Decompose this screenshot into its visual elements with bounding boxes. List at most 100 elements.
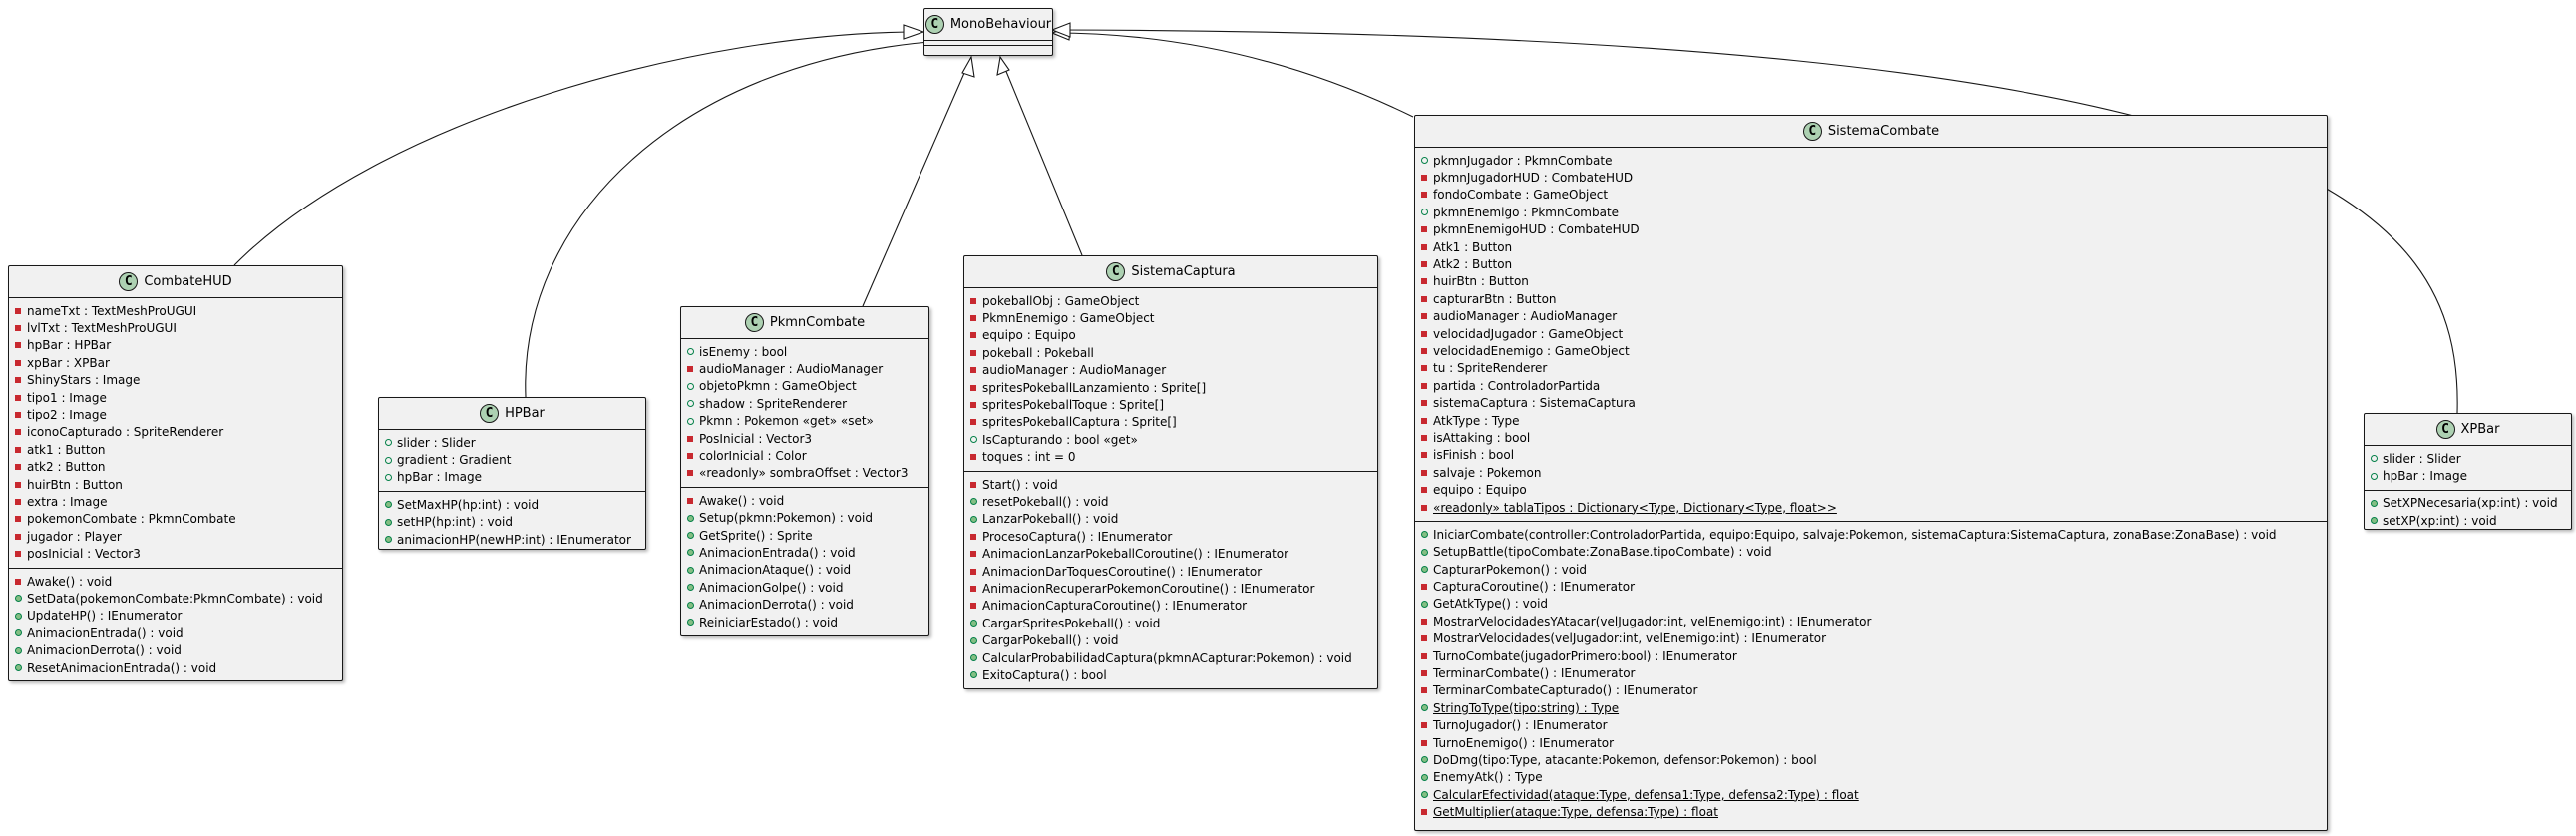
method-row[interactable]: AnimacionGolpe() : void	[687, 579, 922, 596]
method-row[interactable]: TurnoEnemigo() : IEnumerator	[1421, 734, 2321, 751]
method-row[interactable]: AnimacionEntrada() : void	[15, 625, 336, 641]
attribute-row[interactable]: slider : Slider	[2371, 450, 2565, 467]
attribute-row[interactable]: «readonly» sombraOffset : Vector3	[687, 465, 922, 482]
method-row[interactable]: SetupBattle(tipoCombate:ZonaBase.tipoCom…	[1421, 544, 2321, 561]
attribute-row[interactable]: IsCapturando : bool «get»	[970, 431, 1371, 448]
method-row[interactable]: resetPokeball() : void	[970, 493, 1371, 510]
attribute-row[interactable]: tipo1 : Image	[15, 389, 336, 406]
method-row[interactable]: TerminarCombate() : IEnumerator	[1421, 664, 2321, 681]
method-row[interactable]: TurnoJugador() : IEnumerator	[1421, 717, 2321, 734]
attribute-row[interactable]: pokeballObj : GameObject	[970, 292, 1371, 309]
attribute-row[interactable]: gradient : Gradient	[385, 451, 639, 468]
attribute-row[interactable]: huirBtn : Button	[15, 476, 336, 493]
attribute-row[interactable]: tu : SpriteRenderer	[1421, 360, 2321, 377]
method-row[interactable]: ReiniciarEstado() : void	[687, 614, 922, 630]
method-row[interactable]: SetMaxHP(hp:int) : void	[385, 496, 639, 513]
attribute-row[interactable]: extra : Image	[15, 493, 336, 510]
method-row[interactable]: DoDmg(tipo:Type, atacante:Pokemon, defen…	[1421, 751, 2321, 768]
attribute-row[interactable]: pkmnJugadorHUD : CombateHUD	[1421, 169, 2321, 186]
method-row[interactable]: setXP(xp:int) : void	[2371, 512, 2565, 529]
attribute-row[interactable]: iconoCapturado : SpriteRenderer	[15, 424, 336, 441]
attribute-row[interactable]: PosInicial : Vector3	[687, 430, 922, 447]
method-row[interactable]: AnimacionRecuperarPokemonCoroutine() : I…	[970, 580, 1371, 597]
attribute-row[interactable]: PkmnEnemigo : GameObject	[970, 309, 1371, 326]
attribute-row[interactable]: AtkType : Type	[1421, 412, 2321, 429]
attribute-row[interactable]: huirBtn : Button	[1421, 273, 2321, 290]
method-row[interactable]: AnimacionAtaque() : void	[687, 562, 922, 579]
attribute-row[interactable]: atk2 : Button	[15, 459, 336, 476]
attribute-row[interactable]: ShinyStars : Image	[15, 372, 336, 389]
attribute-row[interactable]: shadow : SpriteRenderer	[687, 395, 922, 412]
attribute-row[interactable]: equipo : Equipo	[970, 327, 1371, 344]
attribute-row[interactable]: colorInicial : Color	[687, 447, 922, 464]
attribute-row[interactable]: Atk1 : Button	[1421, 238, 2321, 255]
attribute-row[interactable]: audioManager : AudioManager	[1421, 308, 2321, 325]
attribute-row[interactable]: hpBar : Image	[2371, 467, 2565, 484]
attribute-row[interactable]: objetoPkmn : GameObject	[687, 378, 922, 395]
method-row[interactable]: LanzarPokeball() : void	[970, 511, 1371, 528]
method-row[interactable]: ExitoCaptura() : bool	[970, 666, 1371, 683]
attribute-row[interactable]: sistemaCaptura : SistemaCaptura	[1421, 394, 2321, 411]
attribute-row[interactable]: jugador : Player	[15, 528, 336, 545]
attribute-row[interactable]: salvaje : Pokemon	[1421, 464, 2321, 481]
method-row[interactable]: setHP(hp:int) : void	[385, 514, 639, 531]
method-row[interactable]: AnimacionCapturaCoroutine() : IEnumerato…	[970, 598, 1371, 615]
method-row[interactable]: ProcesoCaptura() : IEnumerator	[970, 528, 1371, 545]
method-row[interactable]: TerminarCombateCapturado() : IEnumerator	[1421, 682, 2321, 699]
attribute-row[interactable]: velocidadJugador : GameObject	[1421, 325, 2321, 342]
attribute-row[interactable]: «readonly» tablaTipos : Dictionary<Type,…	[1421, 499, 2321, 516]
method-row[interactable]: GetAtkType() : void	[1421, 596, 2321, 613]
attribute-row[interactable]: hpBar : Image	[385, 469, 639, 486]
attribute-row[interactable]: spritesPokeballLanzamiento : Sprite[]	[970, 379, 1371, 396]
method-row[interactable]: Awake() : void	[687, 492, 922, 509]
method-row[interactable]: AnimacionDarToquesCoroutine() : IEnumera…	[970, 563, 1371, 580]
method-row[interactable]: EnemyAtk() : Type	[1421, 769, 2321, 786]
method-row[interactable]: GetSprite() : Sprite	[687, 527, 922, 544]
attribute-row[interactable]: toques : int = 0	[970, 449, 1371, 466]
method-row[interactable]: Start() : void	[970, 476, 1371, 493]
attribute-row[interactable]: pkmnEnemigoHUD : CombateHUD	[1421, 221, 2321, 238]
method-row[interactable]: TurnoCombate(jugadorPrimero:bool) : IEnu…	[1421, 647, 2321, 664]
attribute-row[interactable]: Atk2 : Button	[1421, 255, 2321, 272]
attribute-row[interactable]: audioManager : AudioManager	[687, 360, 922, 377]
attribute-row[interactable]: hpBar : HPBar	[15, 337, 336, 354]
attribute-row[interactable]: atk1 : Button	[15, 441, 336, 458]
method-row[interactable]: CargarSpritesPokeball() : void	[970, 615, 1371, 631]
attribute-row[interactable]: equipo : Equipo	[1421, 481, 2321, 498]
method-row[interactable]: CapturaCoroutine() : IEnumerator	[1421, 578, 2321, 595]
attribute-row[interactable]: spritesPokeballCaptura : Sprite[]	[970, 414, 1371, 431]
method-row[interactable]: CapturarPokemon() : void	[1421, 561, 2321, 578]
attribute-row[interactable]: partida : ControladorPartida	[1421, 377, 2321, 394]
method-row[interactable]: Setup(pkmn:Pokemon) : void	[687, 510, 922, 527]
method-row[interactable]: IniciarCombate(controller:ControladorPar…	[1421, 526, 2321, 543]
method-row[interactable]: AnimacionDerrota() : void	[15, 641, 336, 658]
attribute-row[interactable]: spritesPokeballToque : Sprite[]	[970, 396, 1371, 413]
method-row[interactable]: SetXPNecesaria(xp:int) : void	[2371, 495, 2565, 512]
method-row[interactable]: CalcularEfectividad(ataque:Type, defensa…	[1421, 786, 2321, 803]
method-row[interactable]: MostrarVelocidades(velJugador:int, velEn…	[1421, 630, 2321, 647]
attribute-row[interactable]: capturarBtn : Button	[1421, 290, 2321, 307]
method-row[interactable]: CargarPokeball() : void	[970, 631, 1371, 648]
attribute-row[interactable]: pkmnEnemigo : PkmnCombate	[1421, 204, 2321, 220]
method-row[interactable]: AnimacionLanzarPokeballCoroutine() : IEn…	[970, 545, 1371, 562]
attribute-row[interactable]: lvlTxt : TextMeshProUGUI	[15, 319, 336, 336]
attribute-row[interactable]: pokeball : Pokeball	[970, 344, 1371, 361]
method-row[interactable]: UpdateHP() : IEnumerator	[15, 608, 336, 625]
attribute-row[interactable]: isEnemy : bool	[687, 343, 922, 360]
method-row[interactable]: Awake() : void	[15, 573, 336, 590]
attribute-row[interactable]: pokemonCombate : PkmnCombate	[15, 511, 336, 528]
method-row[interactable]: SetData(pokemonCombate:PkmnCombate) : vo…	[15, 590, 336, 607]
method-row[interactable]: AnimacionEntrada() : void	[687, 544, 922, 561]
attribute-row[interactable]: isAttaking : bool	[1421, 429, 2321, 446]
method-row[interactable]: AnimacionDerrota() : void	[687, 596, 922, 613]
method-row[interactable]: ResetAnimacionEntrada() : void	[15, 659, 336, 676]
attribute-row[interactable]: audioManager : AudioManager	[970, 362, 1371, 379]
attribute-row[interactable]: Pkmn : Pokemon «get» «set»	[687, 413, 922, 430]
attribute-row[interactable]: xpBar : XPBar	[15, 354, 336, 371]
